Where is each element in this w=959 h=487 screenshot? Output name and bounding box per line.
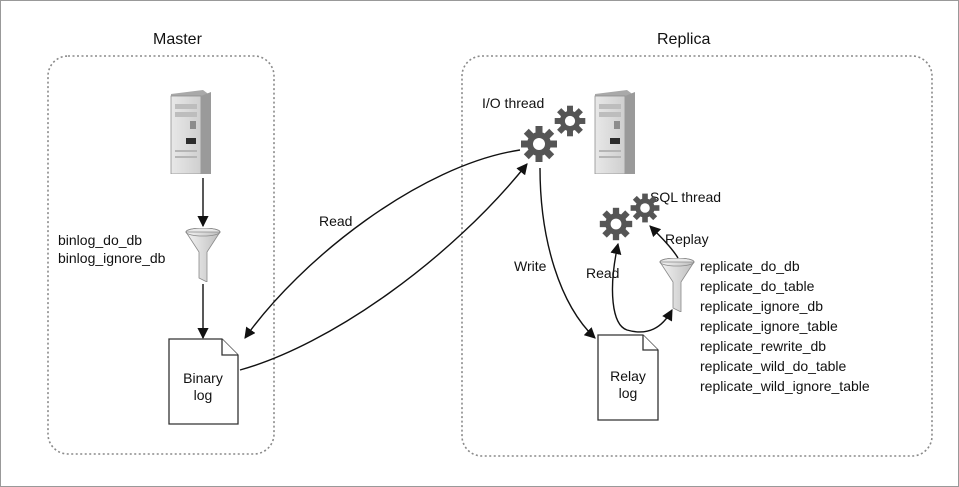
relay-log-label-0: Relay bbox=[610, 368, 646, 384]
arrow-read-to-binlog bbox=[244, 149, 521, 339]
read-relay-label: Read bbox=[586, 265, 619, 281]
relay-log-label-1: log bbox=[619, 385, 638, 401]
arrow-read-relay-loop bbox=[610, 242, 673, 333]
io-thread-gear-icon-large bbox=[521, 126, 557, 162]
replica-box bbox=[461, 55, 933, 457]
replay-label: Replay bbox=[665, 231, 709, 247]
replica-filter-5: replicate_wild_do_table bbox=[700, 358, 847, 374]
master-filter-0: binlog_do_db bbox=[58, 232, 142, 248]
write-label: Write bbox=[514, 258, 547, 274]
relay-log-document: Relay log bbox=[597, 334, 659, 421]
replica-filter-2: replicate_ignore_db bbox=[700, 298, 823, 314]
sql-thread-gear-icon-small bbox=[630, 193, 660, 223]
binary-log-label-1: log bbox=[194, 387, 213, 403]
master-title: Master bbox=[153, 31, 203, 48]
binary-log-label-0: Binary bbox=[183, 370, 223, 386]
replica-filter-1: replicate_do_table bbox=[700, 278, 815, 294]
io-thread-gear-icon-small bbox=[554, 105, 586, 137]
replica-filter-6: replicate_wild_ignore_table bbox=[700, 378, 870, 394]
arrow-write-to-relay bbox=[539, 167, 596, 339]
arrow-binlog-to-io-thread bbox=[239, 163, 528, 371]
replica-filter-list: replicate_do_db replicate_do_table repli… bbox=[700, 258, 870, 394]
sql-thread-label: SQL thread bbox=[650, 189, 721, 205]
replica-server-icon bbox=[594, 90, 635, 174]
sql-thread-gear-icon-large bbox=[599, 207, 633, 241]
replica-filter-3: replicate_ignore_table bbox=[700, 318, 838, 334]
replica-filter-0: replicate_do_db bbox=[700, 258, 800, 274]
replica-filter-4: replicate_rewrite_db bbox=[700, 338, 826, 354]
binary-log-document: Binary log bbox=[168, 338, 239, 425]
replica-title: Replica bbox=[657, 31, 710, 48]
io-thread-label: I/O thread bbox=[482, 95, 544, 111]
master-filter-1: binlog_ignore_db bbox=[58, 250, 166, 266]
arrow-replay bbox=[649, 225, 679, 259]
master-server-icon bbox=[170, 90, 211, 174]
read-binlog-label: Read bbox=[319, 213, 352, 229]
